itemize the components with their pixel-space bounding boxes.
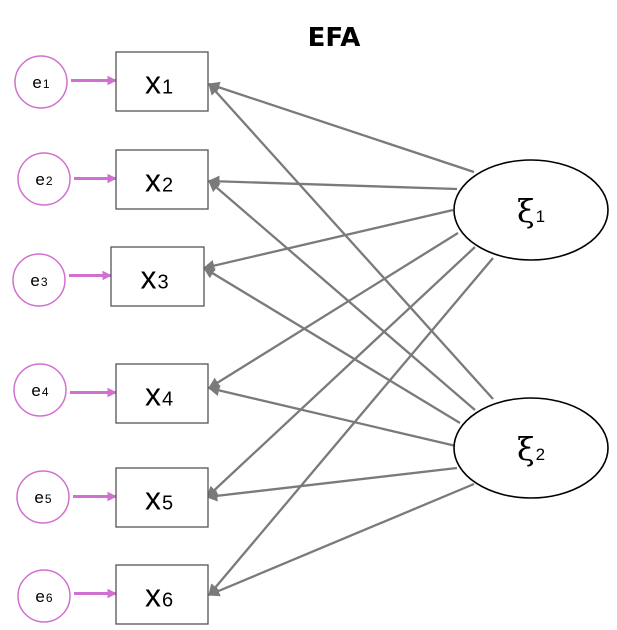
observed-variable-x1: x1 — [115, 51, 209, 112]
error-circle-e5 — [16, 470, 70, 524]
loading-arrow-xi2-x1 — [208, 83, 494, 400]
factor-ellipse-xi2 — [453, 397, 609, 499]
observed-variable-x5: x5 — [115, 467, 209, 528]
observed-label-x4: x4 — [145, 377, 173, 413]
factor-ellipse-xi1 — [453, 159, 609, 261]
loading-arrow-xi1-x5 — [206, 246, 476, 498]
observed-box-x2 — [115, 149, 209, 210]
loading-arrow-xi2-x4 — [207, 384, 457, 448]
observed-variable-x2: x2 — [115, 149, 209, 210]
error-circle-e3 — [12, 253, 66, 307]
error-term-e2: e2 — [17, 152, 71, 206]
error-circle-e4 — [13, 363, 67, 417]
loading-arrow-xi2-x5 — [205, 466, 458, 502]
observed-variable-x4: x4 — [115, 363, 209, 424]
observed-label-x1: x1 — [145, 65, 173, 101]
loading-arrow-xi1-x1 — [207, 81, 475, 174]
observed-box-x6 — [115, 564, 209, 625]
factor-label-xi2: ξ2 — [517, 430, 545, 468]
observed-label-x6: x6 — [145, 578, 173, 614]
diagram-nodes: x1 x2 x3 x4 x5 x6 e1 e2 e3 e4 e5 e6 ξ1 ξ2 — [12, 51, 609, 625]
loading-arrow-xi1-x2 — [207, 175, 458, 191]
loading-arrow-xi2-x2 — [208, 180, 476, 411]
loading-arrow-xi1-x6 — [208, 257, 494, 596]
latent-factor-xi1: ξ1 — [453, 159, 609, 261]
error-circle-e1 — [14, 55, 68, 109]
observed-box-x4 — [115, 363, 209, 424]
error-label-e5: e5 — [34, 488, 51, 507]
error-circle-e6 — [17, 569, 71, 623]
error-label-e3: e3 — [30, 271, 47, 290]
error-label-e6: e6 — [35, 587, 52, 606]
error-term-e4: e4 — [13, 363, 67, 417]
latent-factor-xi2: ξ2 — [453, 397, 609, 499]
observed-box-x3 — [110, 246, 205, 307]
error-term-e5: e5 — [16, 470, 70, 524]
observed-label-x3: x3 — [140, 260, 168, 296]
observed-box-x5 — [115, 467, 209, 528]
error-label-e2: e2 — [35, 170, 52, 189]
diagram-title: EFA — [308, 23, 361, 53]
loading-arrow-xi1-x4 — [208, 232, 459, 389]
observed-variable-x6: x6 — [115, 564, 209, 625]
error-label-e4: e4 — [31, 381, 48, 400]
error-term-e3: e3 — [12, 253, 66, 307]
observed-variable-x3: x3 — [110, 246, 205, 307]
error-arrows — [69, 75, 117, 599]
loading-arrow-xi1-x3 — [202, 208, 454, 272]
error-label-e1: e1 — [32, 73, 49, 92]
error-term-e6: e6 — [17, 569, 71, 623]
loading-arrow-xi2-x3 — [203, 267, 461, 424]
loading-arrow-xi2-x6 — [207, 482, 475, 597]
observed-label-x2: x2 — [145, 163, 173, 199]
error-circle-e2 — [17, 152, 71, 206]
factor-loading-arrows — [202, 81, 494, 597]
error-term-e1: e1 — [14, 55, 68, 109]
observed-box-x1 — [115, 51, 209, 112]
factor-label-xi1: ξ1 — [517, 192, 545, 230]
observed-label-x5: x5 — [145, 481, 173, 517]
